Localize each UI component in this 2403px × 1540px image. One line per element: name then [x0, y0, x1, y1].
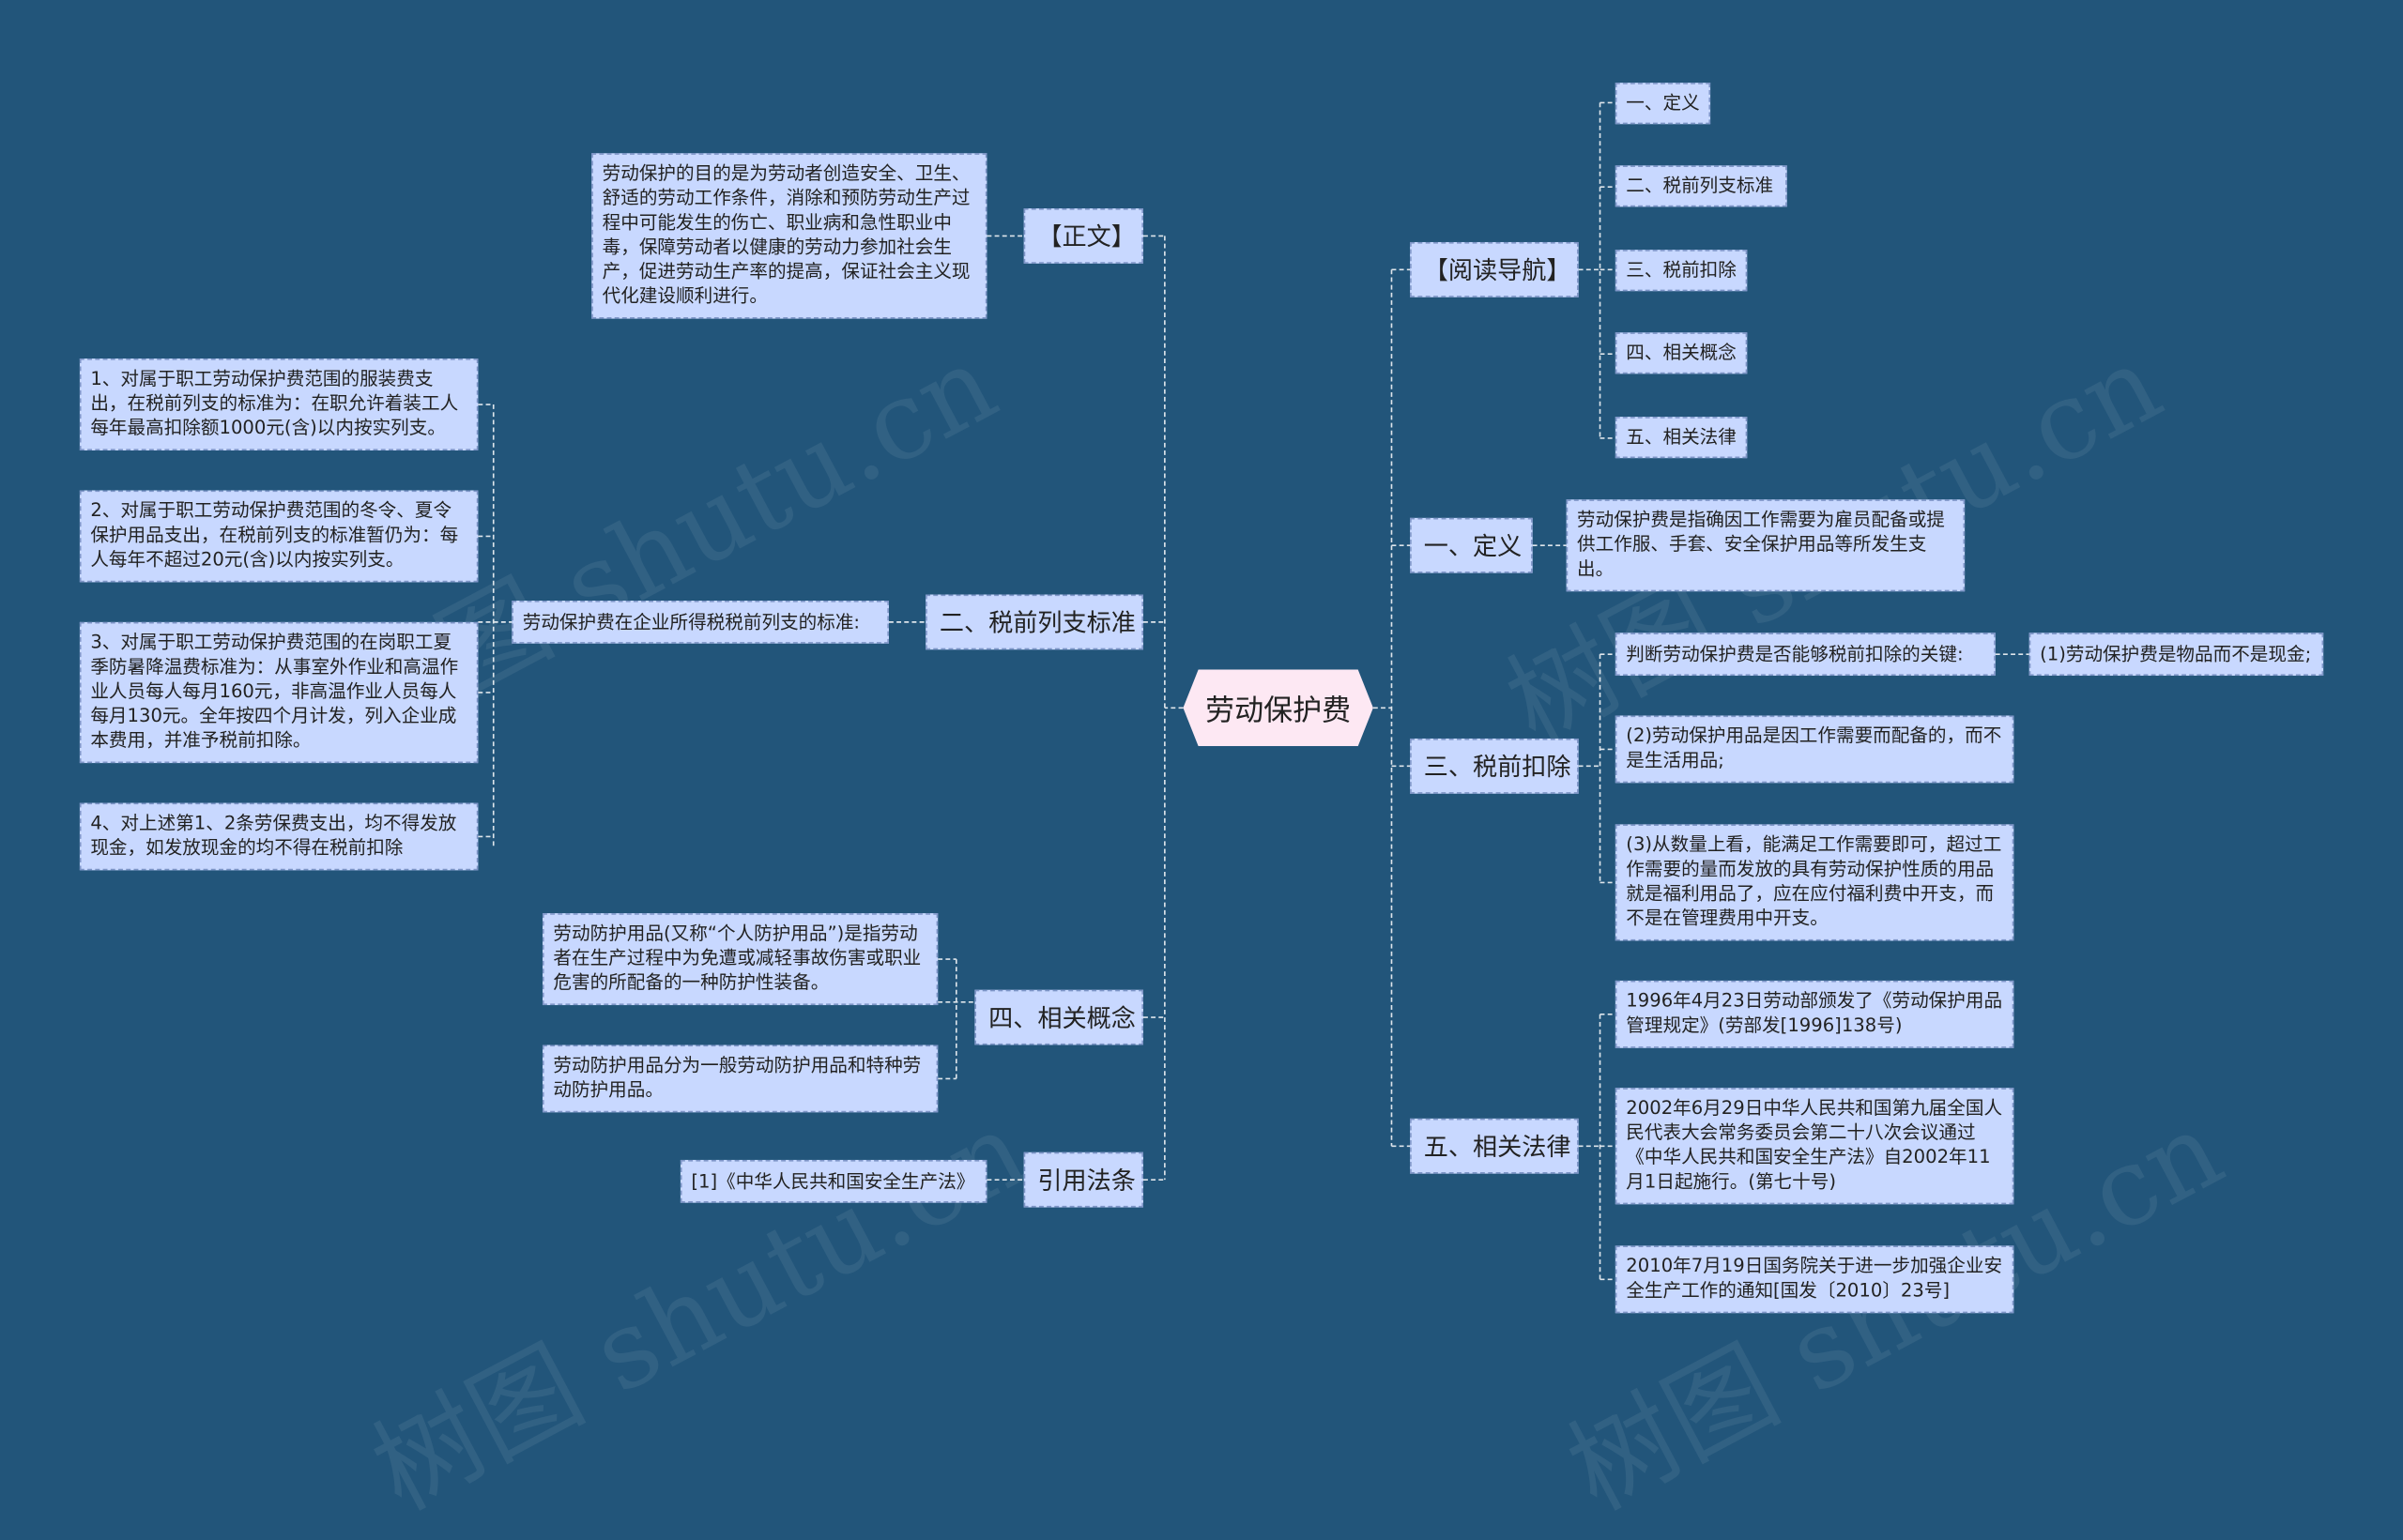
gainian-item-1: 劳动防护用品(又称“个人防护用品”)是指劳动者在生产过程中为免遭或减轻事故伤害或… [542, 913, 939, 1006]
shuiqian-item-1: 1、对属于职工劳动保护费范围的服装费支出，在税前列支的标准为：在职允许着装工人每… [79, 358, 479, 451]
nav-item[interactable]: 五、相关法律 [1615, 417, 1748, 459]
connector-lines [478, 101, 2029, 1281]
mind-map-canvas: 树图 shutu.cn 树图 shutu.cn 树图 shutu.cn 树图 s… [79, 83, 2324, 1534]
branch-kouchu[interactable]: 三、税前扣除 [1410, 738, 1579, 794]
shuiqian-item-4: 4、对上述第1、2条劳保费支出，均不得发放现金，如发放现金的均不得在税前扣除 [79, 802, 479, 871]
branch-dingyi[interactable]: 一、定义 [1410, 517, 1533, 573]
root-node[interactable]: 劳动保护费 [1183, 669, 1373, 747]
shuiqian-item-3: 3、对属于职工劳动保护费范围的在岗职工夏季防暑降温费标准为：从事室外作业和高温作… [79, 621, 479, 764]
branch-yinyong[interactable]: 引用法条 [1023, 1151, 1143, 1208]
kouchu-item-2: (2)劳动保护用品是因工作需要而配备的，而不是生活用品; [1615, 715, 2014, 784]
nav-item[interactable]: 二、税前列支标准 [1615, 165, 1787, 207]
nav-item[interactable]: 三、税前扣除 [1615, 250, 1748, 292]
kouchu-key: 判断劳动保护费是否能够税前扣除的关键: [1615, 633, 1996, 677]
dingyi-text: 劳动保护费是指确因工作需要为雇员配备或提供工作服、手套、安全保护用品等所发生支出… [1566, 499, 1966, 592]
shuiqian-item-2: 2、对属于职工劳动保护费范围的冬令、夏令保护用品支出，在税前列支的标准暂仍为：每… [79, 490, 479, 583]
nav-item[interactable]: 一、定义 [1615, 83, 1711, 125]
shuiqian-intro: 劳动保护费在企业所得税税前列支的标准: [512, 601, 889, 644]
branch-shuiqian[interactable]: 二、税前列支标准 [926, 594, 1143, 650]
kouchu-item-3: (3)从数量上看，能满足工作需要即可，超过工作需要的量而发放的具有劳动保护性质的… [1615, 824, 2014, 941]
falv-item-1: 1996年4月23日劳动部颁发了《劳动保护用品管理规定》(劳部发[1996]13… [1615, 980, 2014, 1048]
yinyong-text: [1]《中华人民共和国安全生产法》 [680, 1159, 987, 1203]
falv-item-3: 2010年7月19日国务院关于进一步加强企业安全生产工作的通知[国发〔2010〕… [1615, 1245, 2014, 1314]
kouchu-key-child: (1)劳动保护费是物品而不是现金; [2028, 633, 2324, 677]
zhengwen-text: 劳动保护的目的是为劳动者创造安全、卫生、舒适的劳动工作条件，消除和预防劳动生产过… [591, 153, 987, 319]
branch-daohang[interactable]: 【阅读导航】 [1410, 241, 1579, 297]
branch-falv[interactable]: 五、相关法律 [1410, 1118, 1579, 1174]
branch-gainian[interactable]: 四、相关概念 [974, 989, 1143, 1045]
nav-item[interactable]: 四、相关概念 [1615, 332, 1748, 374]
branch-zhengwen[interactable]: 【正文】 [1023, 208, 1143, 264]
falv-item-2: 2002年6月29日中华人民共和国第九届全国人民代表大会常务委员会第二十八次会议… [1615, 1088, 2014, 1205]
gainian-item-2: 劳动防护用品分为一般劳动防护用品和特种劳动防护用品。 [542, 1044, 939, 1113]
